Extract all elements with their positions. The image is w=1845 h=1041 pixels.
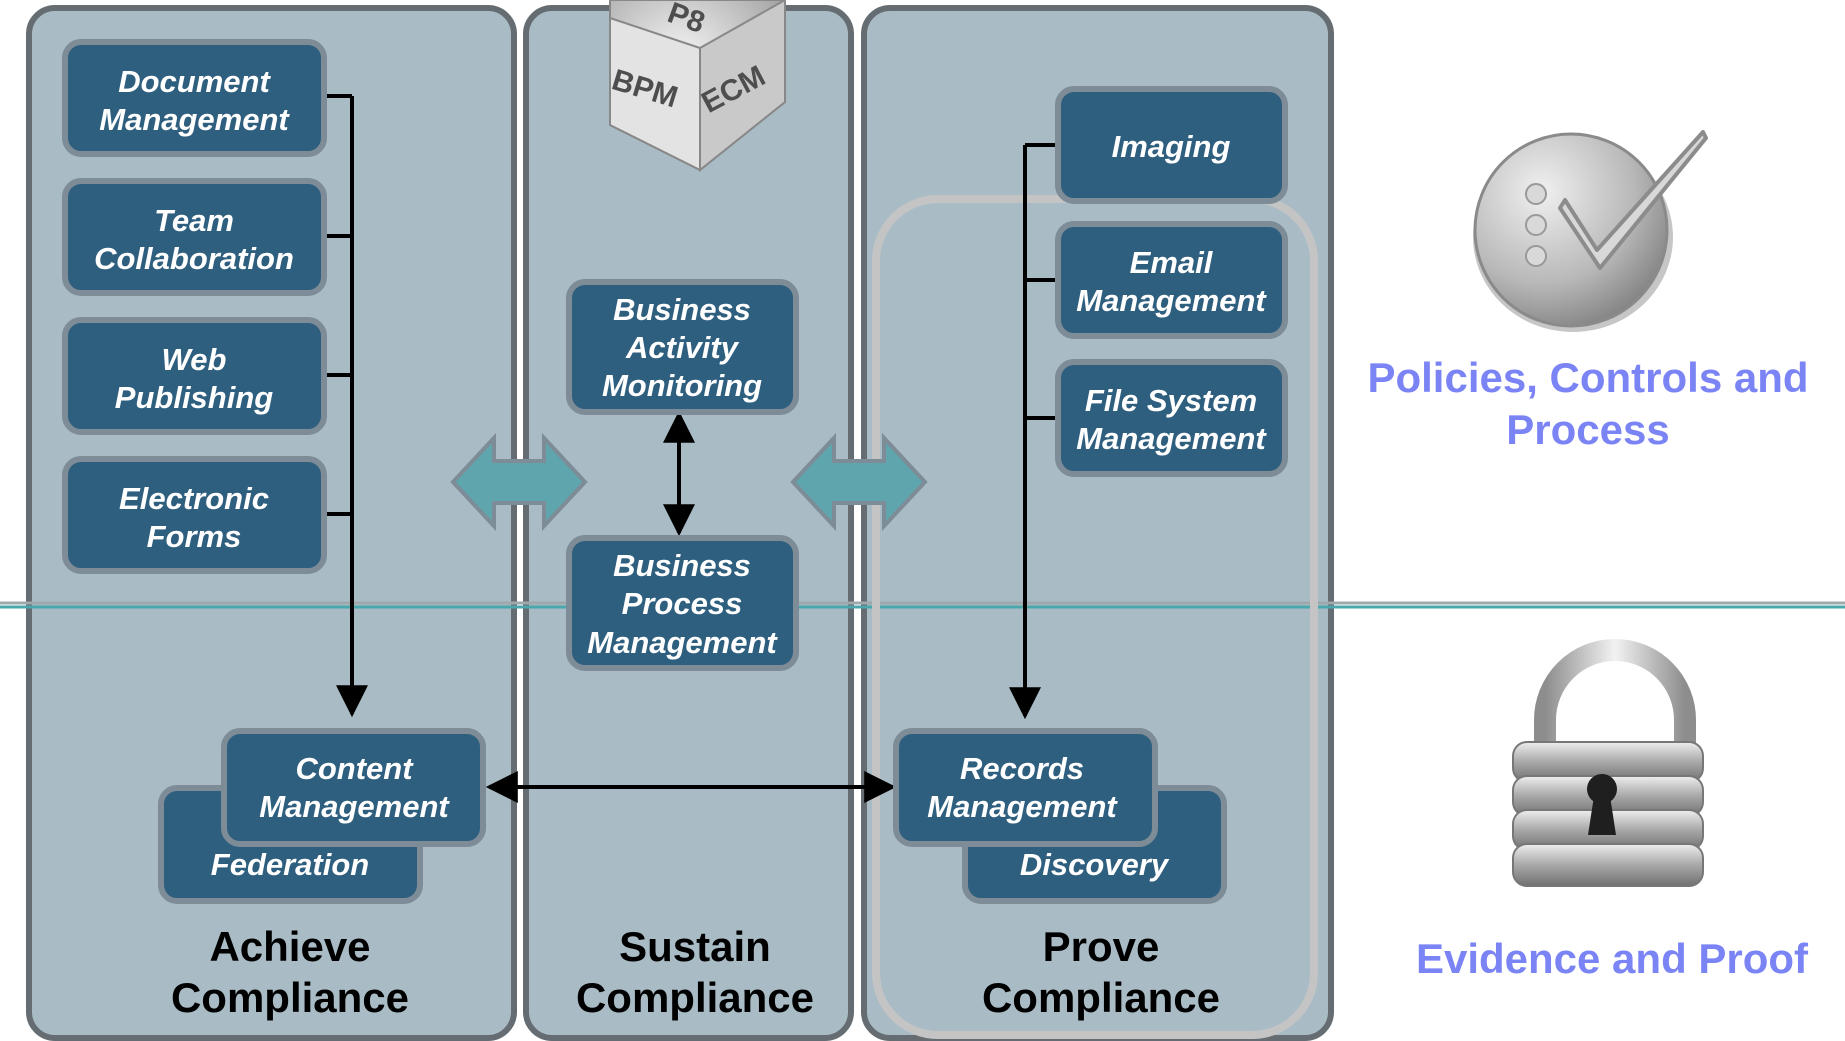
box-document-management: Document Management xyxy=(62,39,327,157)
box-records-management: Records Management xyxy=(893,728,1158,847)
box-business-process-management: Business Process Management xyxy=(566,535,799,671)
achieve-sustain-arrow-icon xyxy=(450,432,588,532)
box-label: Web xyxy=(162,342,227,377)
box-content-management: Content Management xyxy=(221,728,486,847)
box-business-activity-monitoring: Business Activity Monitoring xyxy=(566,279,799,415)
box-label: Content xyxy=(295,751,414,786)
box-label: Management xyxy=(587,625,778,660)
achieve-connectors xyxy=(324,94,368,718)
sustain-prove-arrow-icon xyxy=(790,432,928,532)
box-label: Discovery xyxy=(1020,847,1170,882)
box-electronic-forms: Electronic Forms xyxy=(62,456,327,574)
bpm-ecm-cube-icon: P8 BPM ECM xyxy=(608,0,786,173)
sustain-title-line2: Compliance xyxy=(576,974,814,1021)
box-label: Imaging xyxy=(1112,129,1231,164)
box-label: Business xyxy=(613,292,751,327)
box-label: Email xyxy=(1130,245,1214,280)
box-label: Document xyxy=(118,64,271,99)
box-label: Collaboration xyxy=(94,241,294,276)
policies-label-line1: Policies, Controls and xyxy=(1367,354,1808,401)
prove-title-line1: Prove xyxy=(1043,923,1160,970)
box-team-collaboration: Team Collaboration xyxy=(62,178,327,296)
box-imaging: Imaging xyxy=(1055,86,1288,204)
box-label: Publishing xyxy=(115,380,274,415)
box-label: Management xyxy=(1076,421,1267,456)
achieve-title-line1: Achieve xyxy=(209,923,370,970)
prove-title-line2: Compliance xyxy=(982,974,1220,1021)
box-label: Electronic xyxy=(119,481,269,516)
box-label: Management xyxy=(927,789,1118,824)
achieve-title-line2: Compliance xyxy=(171,974,409,1021)
prove-connectors xyxy=(1009,143,1058,720)
box-label: Monitoring xyxy=(602,368,762,403)
box-file-system-management: File System Management xyxy=(1055,359,1288,477)
box-label: Federation xyxy=(211,847,369,882)
box-label: Business xyxy=(613,548,751,583)
padlock-icon xyxy=(1512,639,1704,887)
box-label: File System xyxy=(1085,383,1257,418)
box-label: Management xyxy=(1076,283,1267,318)
box-label: Team xyxy=(154,203,234,238)
box-label: Management xyxy=(99,102,290,137)
evidence-label: Evidence and Proof xyxy=(1416,935,1809,982)
box-label: Forms xyxy=(147,519,242,554)
checkmark-icon xyxy=(1473,130,1708,332)
horizontal-divider xyxy=(0,601,1845,609)
box-label: Management xyxy=(259,789,450,824)
policies-label-line2: Process xyxy=(1506,406,1669,453)
box-label: Activity xyxy=(625,330,740,365)
box-email-management: Email Management xyxy=(1055,221,1288,339)
box-label: Process xyxy=(622,586,743,621)
sustain-title-line1: Sustain xyxy=(619,923,771,970)
box-web-publishing: Web Publishing xyxy=(62,317,327,435)
box-label: Records xyxy=(960,751,1084,786)
